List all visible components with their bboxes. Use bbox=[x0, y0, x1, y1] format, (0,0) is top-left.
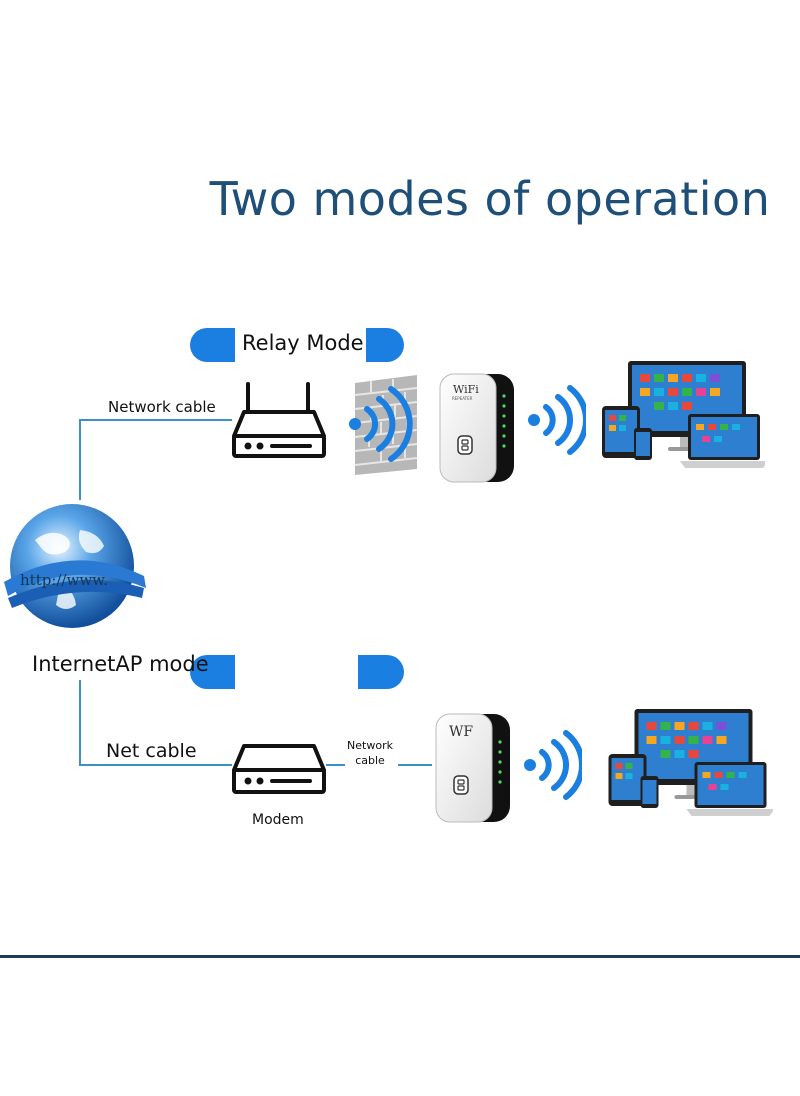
ap-mode-label: InternetAP mode bbox=[32, 652, 209, 676]
relay-mode-label: Relay Mode bbox=[242, 331, 364, 355]
ap-net-cable-line bbox=[79, 680, 232, 766]
ap-pill-left bbox=[190, 655, 235, 689]
repeater-sub-text: REPEATER bbox=[452, 396, 473, 401]
page-title: Two modes of operation bbox=[209, 172, 771, 226]
ap-repeater-brand-text: WF bbox=[449, 724, 474, 740]
ap-pill-right bbox=[358, 655, 404, 689]
repeater-brand-text: WiFi bbox=[453, 383, 479, 396]
relay-cable-label: Network cable bbox=[108, 398, 216, 416]
bottom-divider bbox=[0, 955, 800, 958]
devices-icon bbox=[602, 361, 765, 468]
relay-pill-right bbox=[366, 328, 404, 362]
relay-pill-left bbox=[190, 328, 235, 362]
globe-icon bbox=[4, 504, 146, 628]
ap-wifi-waves-icon bbox=[524, 730, 582, 800]
wifi-waves-icon bbox=[528, 385, 586, 455]
globe-url-text: http://www. bbox=[20, 571, 108, 589]
ap-net-cable-label: Net cable bbox=[106, 740, 197, 762]
modem-icon bbox=[232, 744, 326, 794]
ap-devices-icon bbox=[608, 709, 773, 816]
modem-label: Modem bbox=[252, 812, 304, 828]
brick-wall-wifi-icon bbox=[349, 375, 417, 475]
relay-cable-line bbox=[79, 419, 232, 500]
repeater-device-icon bbox=[439, 373, 514, 483]
router-icon bbox=[232, 382, 326, 458]
ap-repeater-device-icon bbox=[435, 713, 510, 823]
